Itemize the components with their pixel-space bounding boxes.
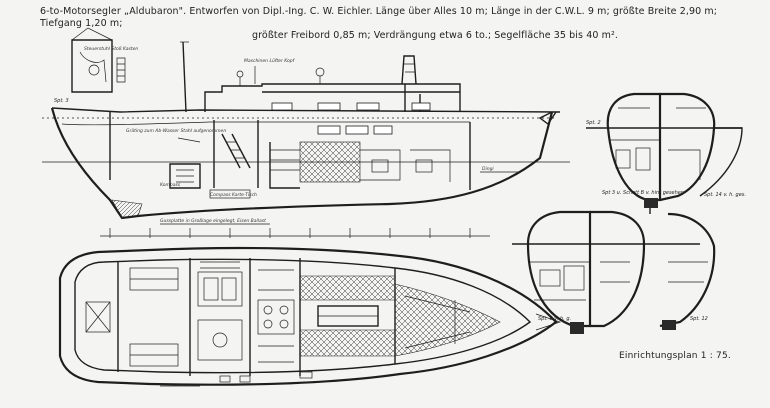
- detail-box-label: Steuerstuhl Stoß Kasten: [84, 46, 138, 52]
- caption-line-1: 6-to-Motorsegler „Aldubaron". Entworfen …: [40, 6, 718, 29]
- section-b-label: Spt. 14 v. h. ges.: [704, 192, 746, 198]
- profile-top-label: Maschinen Lüfter Kopf: [244, 58, 296, 64]
- section-9-and-12: Spt. 9 v. h. g. Spt. 12: [512, 210, 716, 334]
- drawing-caption: 6-to-Motorsegler „Aldubaron". Entworfen …: [40, 6, 762, 42]
- profile-station-label: Spt. 3: [54, 98, 69, 104]
- section-c-label: Spt. 9 v. h. g.: [538, 316, 571, 322]
- compass-label: Kompass: [160, 182, 181, 188]
- profile-view: Maschinen Lüfter Kopf Compass Karte-Tisc…: [42, 41, 570, 238]
- keel-note: Gussplatte in Großlage eingelegt, Eisen …: [160, 218, 266, 224]
- section-a-tag: Spt. 2: [586, 120, 601, 126]
- rudder-detail-box: Steuerstuhl Stoß Kasten: [71, 27, 138, 93]
- section-3-and-14: Spt 3 u. Schott B v. hint gesehen Spt. 1…: [586, 92, 746, 214]
- section-a-label: Spt 3 u. Schott B v. hint gesehen: [602, 190, 684, 196]
- galley-note: Gräting zum Ab-Wasser Stahl aufgenommen: [126, 128, 226, 134]
- plan-view: [58, 246, 562, 387]
- compass-chart-label: Compass Karte-Tisch: [210, 192, 257, 198]
- dingi-label: Dingi: [482, 166, 494, 172]
- scale-label: Einrichtungsplan 1 : 75.: [619, 351, 731, 361]
- caption-line-2: größter Freibord 0,85 m; Verdrängung etw…: [252, 30, 618, 41]
- section-d-label: Spt. 12: [690, 316, 708, 322]
